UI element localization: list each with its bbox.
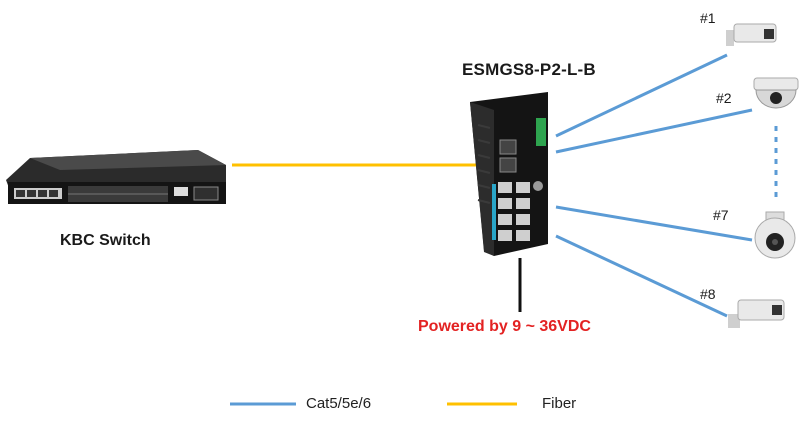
camera-8-bullet-camera-icon bbox=[728, 299, 785, 328]
copper-link-camera-7 bbox=[555, 205, 753, 242]
kbc-switch-icon bbox=[6, 150, 226, 204]
camera-1-label: #1 bbox=[700, 10, 716, 26]
industrial-switch-icon bbox=[470, 92, 548, 256]
camera-2-label: #2 bbox=[716, 90, 732, 106]
camera-1-bullet-camera-icon bbox=[726, 23, 777, 46]
copper-link-camera-2 bbox=[555, 108, 753, 154]
legend-copper-label: Cat5/5e/6 bbox=[306, 395, 372, 412]
camera-8-label: #8 bbox=[700, 286, 716, 302]
copper-link-camera-1 bbox=[555, 53, 728, 138]
camera-2-dome-camera-icon bbox=[753, 77, 799, 109]
legend-fiber-label: Fiber bbox=[542, 395, 577, 412]
copper-link-camera-8 bbox=[555, 234, 728, 318]
device-title: ESMGS8-P2-L-B bbox=[462, 60, 596, 79]
power-label: Powered by 9 ~ 36VDC bbox=[418, 318, 591, 335]
kbc-switch-label: KBC Switch bbox=[60, 232, 151, 249]
camera-7-ptz-camera-icon bbox=[754, 211, 796, 259]
camera-7-label: #7 bbox=[713, 207, 729, 223]
